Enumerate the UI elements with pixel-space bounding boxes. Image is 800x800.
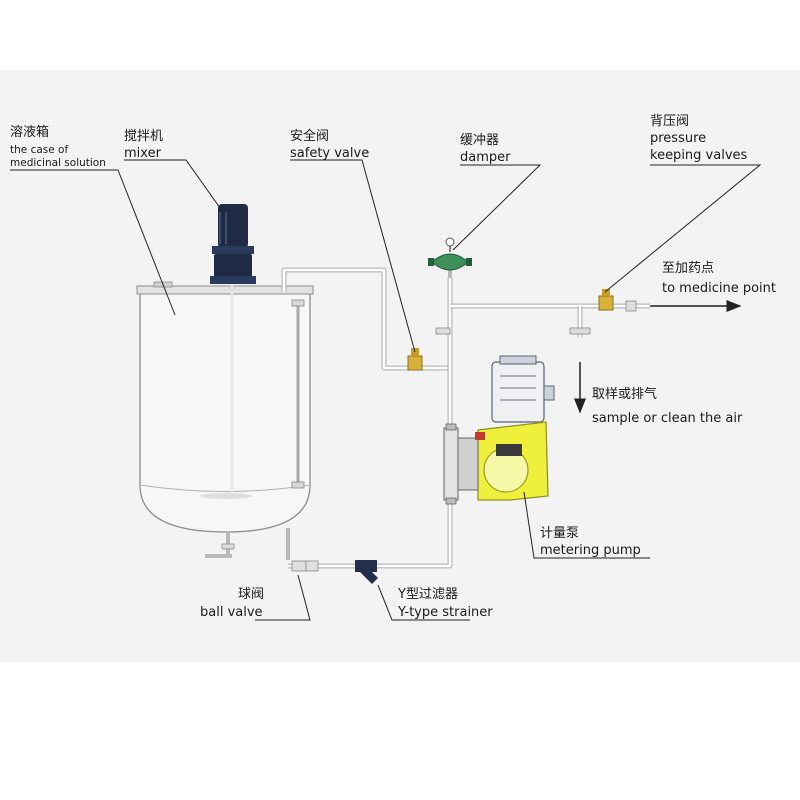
metering-pump-icon: [443, 355, 555, 505]
pressure-valve-label-cn: 背压阀: [650, 114, 689, 129]
pressure-valve-label-en-2: keeping valves: [650, 148, 748, 163]
strainer-icon: [355, 560, 378, 584]
damper-label-en: damper: [460, 150, 511, 165]
safety-valve-label-en: safety valve: [290, 146, 369, 161]
strainer-label-cn: Y型过滤器: [397, 587, 458, 602]
pressure-keeping-valve-icon: [598, 289, 614, 311]
mixer-label-cn: 搅拌机: [124, 128, 163, 144]
mixer-motor-icon: [200, 204, 256, 499]
ball-valve-label-en: ball valve: [200, 605, 263, 620]
tank-label-en-2: medicinal solution: [10, 157, 106, 169]
safety-valve-label-cn: 安全阀: [290, 128, 329, 144]
sample-label-en: sample or clean the air: [592, 411, 743, 426]
piping: [281, 262, 650, 569]
strainer-label-en: Y-type strainer: [397, 605, 493, 620]
pump-label-en: metering pump: [540, 543, 641, 558]
solution-tank: [136, 281, 314, 560]
medicine-point-label-cn: 至加药点: [662, 261, 714, 276]
ball-valve-label-cn: 球阀: [238, 587, 264, 602]
pressure-valve-label-en-1: pressure: [650, 131, 706, 146]
leader-lines: [10, 159, 762, 621]
tank-label-cn: 溶液箱: [10, 124, 49, 140]
medicine-point-label-en: to medicine point: [662, 281, 776, 296]
ball-valve-icon: [291, 560, 319, 572]
pump-label-cn: 计量泵: [540, 526, 579, 541]
tank-label-en-1: the case of: [10, 144, 68, 156]
damper-icon: [428, 237, 472, 271]
sample-label-cn: 取样或排气: [592, 386, 657, 402]
damper-label-cn: 缓冲器: [460, 133, 499, 148]
mixer-label-en: mixer: [124, 146, 162, 161]
